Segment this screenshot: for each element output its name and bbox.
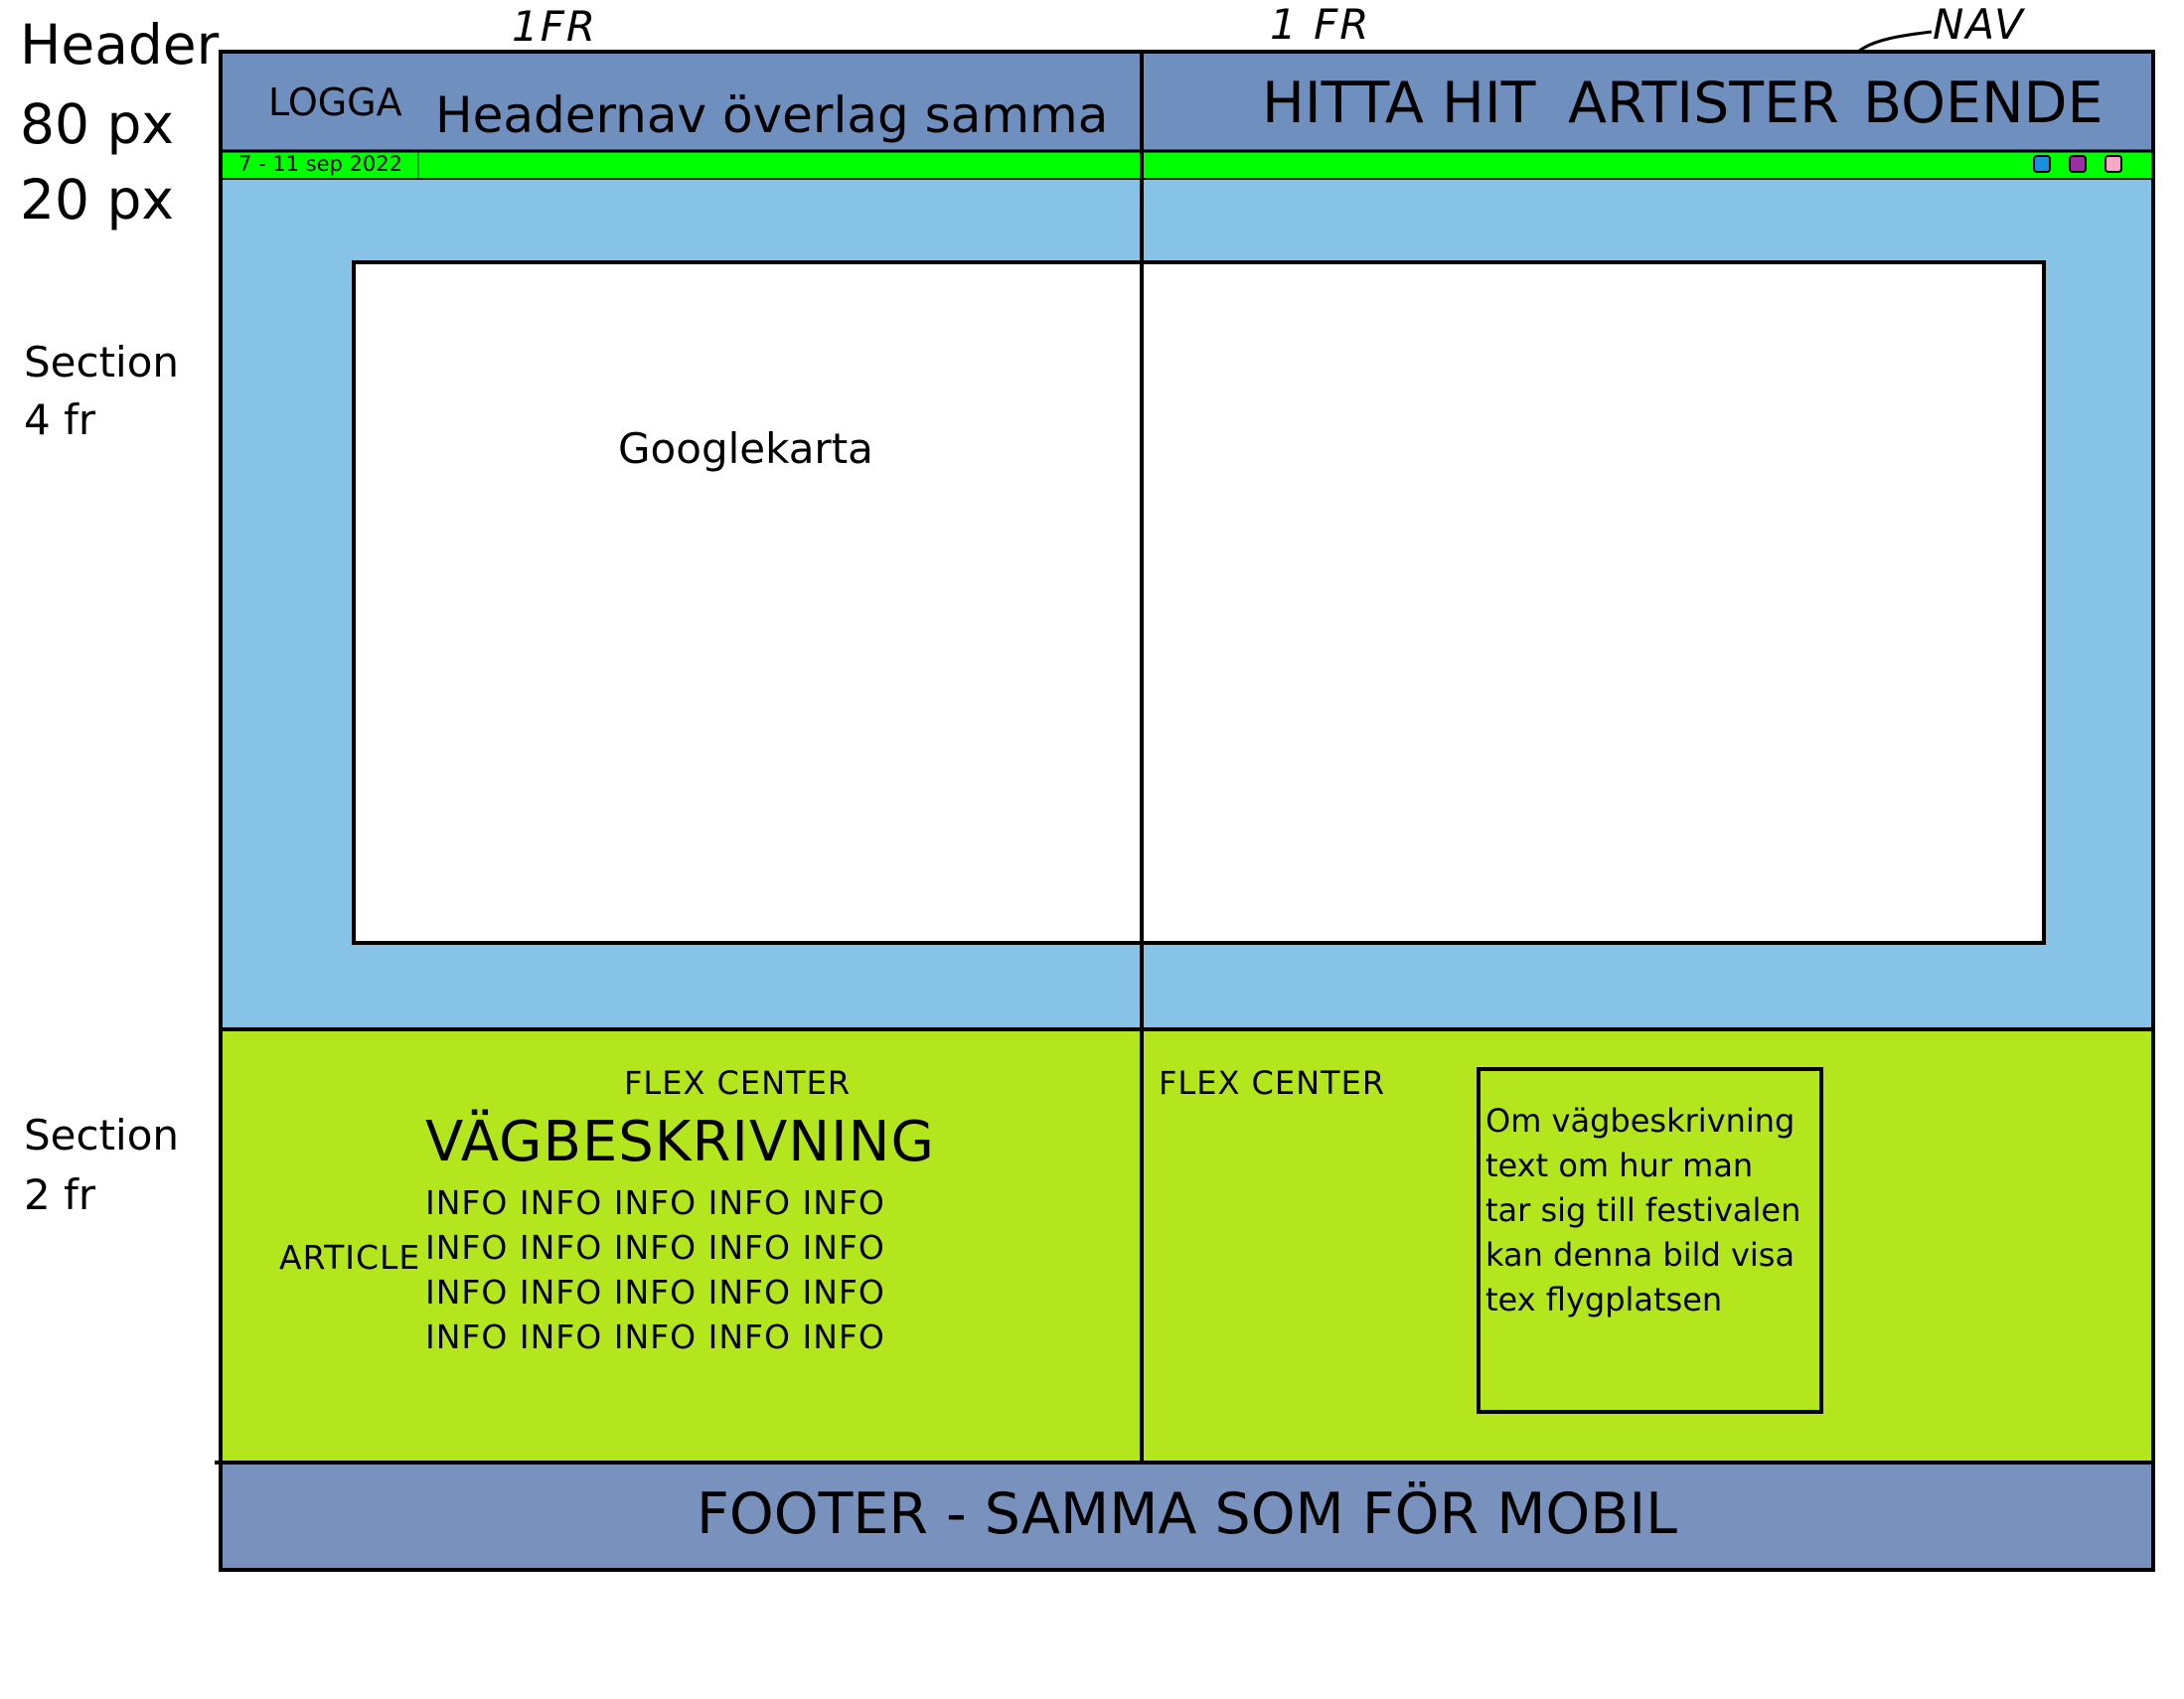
info-line: INFO INFO INFO INFO INFO <box>425 1183 885 1222</box>
flex-center-label-left: FLEX CENTER <box>624 1064 852 1102</box>
annotation-section2-label: Section <box>24 1111 180 1159</box>
header-note: Headernav överlag samma <box>435 86 1109 144</box>
footer-text: FOOTER - SAMMA SOM FÖR MOBIL <box>697 1481 1677 1547</box>
color-swatch-purple[interactable] <box>2069 155 2087 173</box>
map-label: Googlekarta <box>618 424 873 473</box>
article-label: ARTICLE <box>279 1238 421 1277</box>
info-line: INFO INFO INFO INFO INFO <box>425 1317 885 1356</box>
annotation-section1-label: Section <box>24 338 180 386</box>
image-text-line: Om vägbeskrivning <box>1485 1102 1795 1140</box>
annotation-header-height: 80 px <box>20 92 174 156</box>
map-container[interactable] <box>352 260 2046 945</box>
directions-heading: VÄGBESKRIVNING <box>425 1110 935 1174</box>
date-strip <box>221 151 2153 179</box>
annotation-col1-fr: 1FR <box>512 2 598 51</box>
nav-link-hitta-hit[interactable]: HITTA HIT <box>1262 71 1536 136</box>
flex-center-label-right: FLEX CENTER <box>1159 1064 1386 1102</box>
image-text-line: kan denna bild visa <box>1485 1236 1795 1274</box>
annotation-header-label: Header <box>20 13 220 77</box>
annotation-section2-fr: 2 fr <box>24 1170 96 1219</box>
nav-link-artister[interactable]: ARTISTER <box>1568 71 1839 136</box>
annotation-strip-height: 20 px <box>20 168 174 232</box>
festival-dates: 7 - 11 sep 2022 <box>238 152 402 176</box>
color-swatch-blue[interactable] <box>2033 155 2051 173</box>
directions-image-box[interactable] <box>1477 1067 1823 1414</box>
section-directions <box>221 1029 2153 1463</box>
image-text-line: tex flygplatsen <box>1485 1281 1723 1318</box>
header-bar <box>221 52 2153 151</box>
footer-bar <box>221 1463 2153 1570</box>
date-badge <box>221 151 419 179</box>
image-text-line: text om hur man <box>1485 1147 1754 1184</box>
nav-link-boende[interactable]: BOENDE <box>1863 71 2104 136</box>
info-line: INFO INFO INFO INFO INFO <box>425 1273 885 1312</box>
info-line: INFO INFO INFO INFO INFO <box>425 1228 885 1267</box>
color-swatch-pink[interactable] <box>2105 155 2122 173</box>
annotation-section1-fr: 4 fr <box>24 395 96 444</box>
annotation-col2-fr: 1 FR <box>1270 0 1371 49</box>
logo-placeholder[interactable]: LOGGA <box>268 80 402 124</box>
image-text-line: tar sig till festivalen <box>1485 1191 1801 1229</box>
annotation-nav-label: NAV <box>1933 0 2025 49</box>
